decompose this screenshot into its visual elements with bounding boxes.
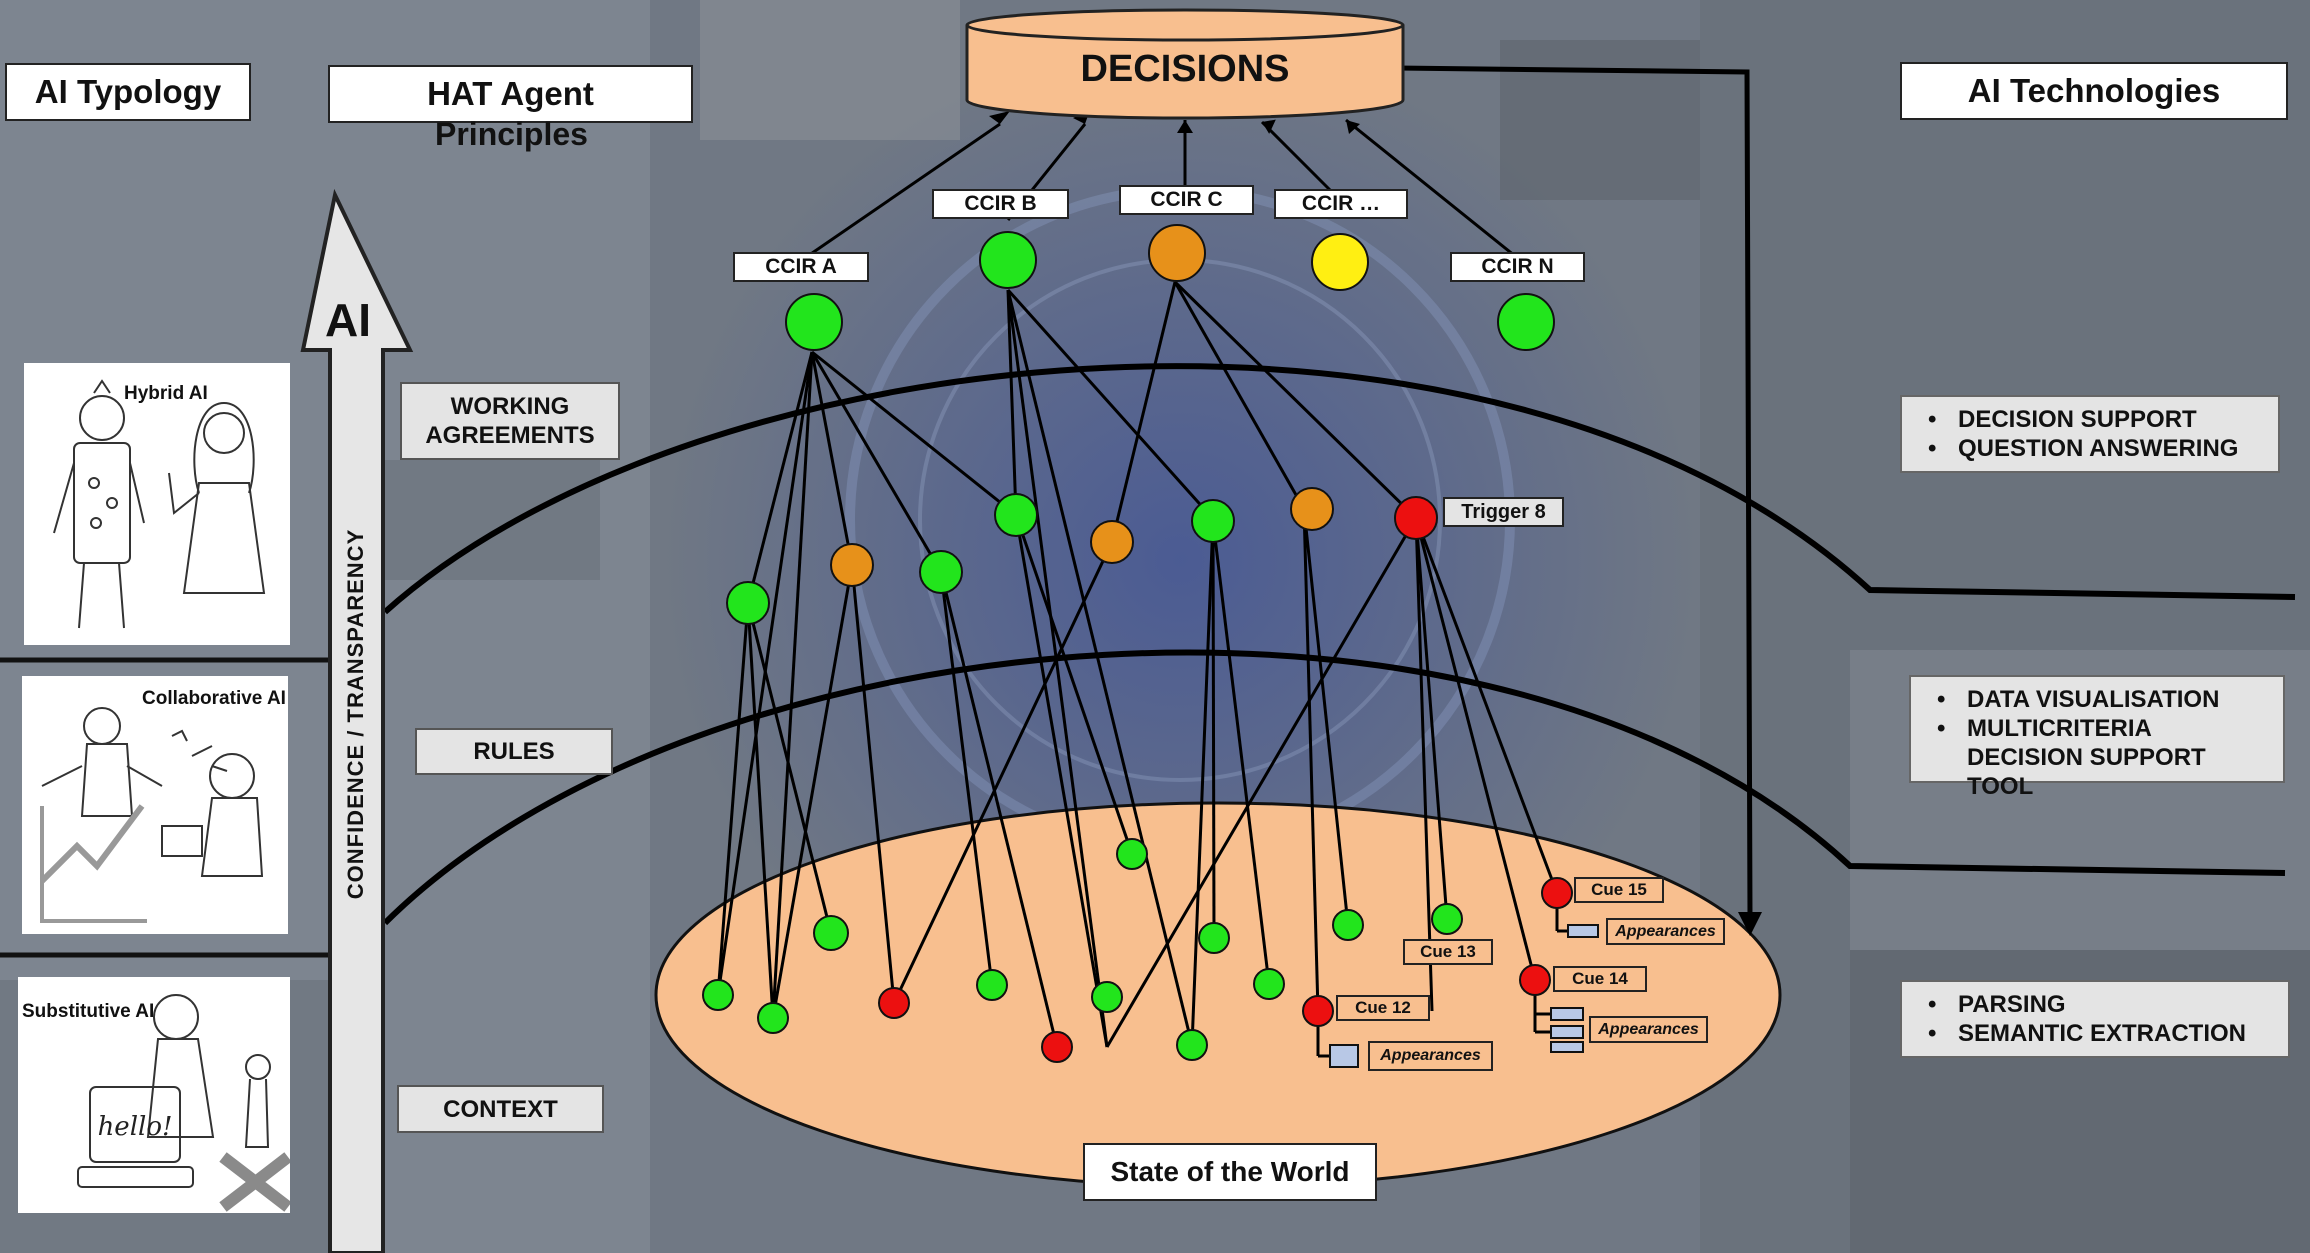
ai-confidence-arrow (300, 188, 414, 1253)
info-node[interactable] (830, 543, 874, 587)
decisions-cylinder[interactable] (965, 8, 1405, 120)
tech-item: MULTICRITERIA DECISION SUPPORT TOOL (1937, 714, 2273, 801)
ccir-a-label: CCIR A (733, 252, 869, 282)
cue-12-label: Cue 12 (1336, 995, 1430, 1021)
feedback-arrow (1394, 65, 1753, 919)
context-box: CONTEXT (397, 1085, 604, 1133)
appearances-label: Appearances (1368, 1041, 1493, 1071)
info-node[interactable] (1191, 499, 1235, 543)
tech-item: SEMANTIC EXTRACTION (1928, 1019, 2278, 1048)
cue-node[interactable] (1116, 838, 1148, 870)
working-agreements-box: WORKING AGREEMENTS (400, 382, 620, 460)
hat-agent-header: HAT Agent (328, 65, 693, 123)
hat-agent-header-line2: Principles (435, 116, 588, 152)
cue-12-node[interactable] (1302, 995, 1334, 1027)
ccir-n-node[interactable] (1497, 293, 1555, 351)
info-node[interactable] (726, 581, 770, 625)
cue-14-label: Cue 14 (1553, 966, 1647, 992)
ccir-n-label: CCIR N (1450, 252, 1585, 282)
working-agreements-curve (383, 363, 2296, 615)
cue-15-node[interactable] (1541, 877, 1573, 909)
appearances-label: Appearances (1606, 918, 1725, 945)
hybrid-ai-illustration (53, 379, 266, 629)
tech-item: DATA VISUALISATION (1937, 685, 2273, 714)
substitutive-ai-illustration: hello! (77, 994, 290, 1212)
rules-curve (382, 649, 2286, 926)
cue-13-node[interactable] (1431, 903, 1463, 935)
tech-item: DECISION SUPPORT (1928, 405, 2268, 434)
tech-item: PARSING (1928, 990, 2278, 1019)
ai-arrow-label: AI (325, 294, 371, 346)
network-edges (716, 118, 1568, 1058)
rules-box: RULES (415, 728, 613, 775)
ccir-c-node[interactable] (1148, 224, 1206, 282)
tech-group-parsing: PARSING SEMANTIC EXTRACTION (1900, 980, 2290, 1058)
cue-13-label: Cue 13 (1403, 939, 1493, 965)
ccir-a-node[interactable] (785, 293, 843, 351)
cue-node[interactable] (757, 1002, 789, 1034)
cue-node[interactable] (1176, 1029, 1208, 1061)
collaborative-ai-card[interactable]: Collaborative AI (22, 676, 288, 934)
cue-node[interactable] (1198, 922, 1230, 954)
cue-node[interactable] (1041, 1031, 1073, 1063)
substitutive-ai-card[interactable]: Substitutive AI hello! (18, 977, 290, 1213)
ccir-b-node[interactable] (979, 231, 1037, 289)
state-of-world-label: State of the World (1083, 1143, 1377, 1201)
hybrid-ai-label: Hybrid AI (124, 383, 208, 404)
tech-group-decision-support: DECISION SUPPORT QUESTION ANSWERING (1900, 395, 2280, 473)
substitutive-ai-label: Substitutive AI (22, 1001, 155, 1022)
feedback-arrowhead (1738, 912, 1762, 936)
decisions-label: DECISIONS (1080, 48, 1290, 90)
info-node[interactable] (1090, 520, 1134, 564)
cue-node[interactable] (1332, 909, 1364, 941)
ccir-c-label: CCIR C (1119, 185, 1254, 215)
cue-15-label: Cue 15 (1574, 877, 1664, 903)
trigger-8-node[interactable] (1394, 496, 1438, 540)
appearances-doc-icons (1329, 924, 1599, 1068)
info-node[interactable] (994, 493, 1038, 537)
info-node[interactable] (1290, 487, 1334, 531)
cue-node[interactable] (702, 979, 734, 1011)
ccir-etc-node[interactable] (1311, 233, 1369, 291)
ai-typology-header: AI Typology (5, 63, 251, 121)
appearances-label: Appearances (1589, 1016, 1708, 1043)
cue-node[interactable] (1253, 968, 1285, 1000)
tech-item: QUESTION ANSWERING (1928, 434, 2268, 463)
collaborative-ai-label: Collaborative AI (142, 688, 286, 709)
cue-node[interactable] (976, 969, 1008, 1001)
tech-group-data-visualisation: DATA VISUALISATION MULTICRITERIA DECISIO… (1909, 675, 2285, 800)
cue-node[interactable] (813, 915, 849, 951)
trigger-8-label: Trigger 8 (1443, 497, 1564, 527)
info-node[interactable] (919, 550, 963, 594)
ccir-etc-label: CCIR … (1274, 189, 1408, 219)
state-of-world-ellipse (654, 801, 1782, 1189)
cue-14-node[interactable] (1519, 964, 1551, 996)
cue-node[interactable] (1091, 981, 1123, 1013)
ai-technologies-header: AI Technologies (1900, 62, 2288, 120)
collaborative-ai-illustration (39, 707, 264, 923)
hybrid-ai-card[interactable]: Hybrid AI (24, 363, 290, 645)
confidence-transparency-label: CONFIDENCE / TRANSPARENCY (343, 528, 368, 900)
cue-node[interactable] (878, 987, 910, 1019)
ccir-b-label: CCIR B (932, 189, 1069, 219)
hello-screen-text: hello! (98, 1112, 173, 1142)
